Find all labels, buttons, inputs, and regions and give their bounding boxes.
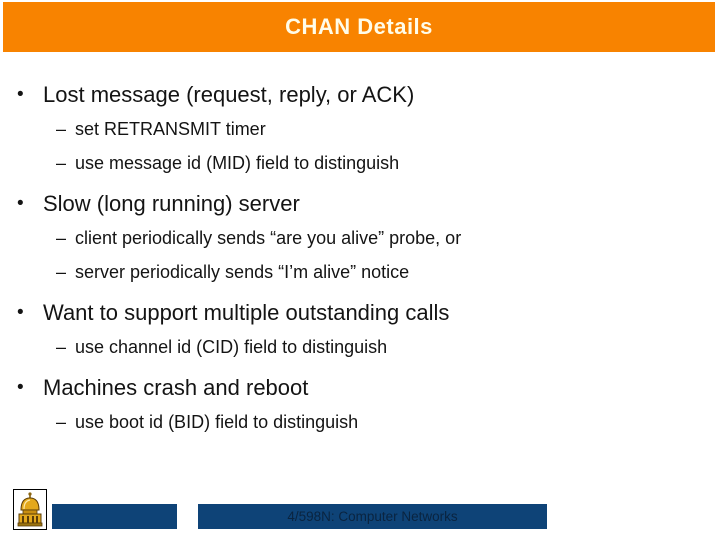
- sub-bullet-item: –use message id (MID) field to distingui…: [0, 146, 720, 180]
- dome-logo-icon: [13, 489, 47, 530]
- page-title: CHAN Details: [285, 14, 433, 39]
- bullet-item: • Want to support multiple outstanding ca…: [0, 296, 720, 330]
- sub-bullet-item: –set RETRANSMIT timer: [0, 112, 720, 146]
- bullet-section: • Lost message (request, reply, or ACK) –…: [0, 78, 720, 180]
- sub-bullet-item: –server periodically sends “I’m alive” n…: [0, 255, 720, 289]
- sub-bullet-item: –use boot id (BID) field to distinguish: [0, 405, 720, 439]
- bullet-marker: •: [17, 193, 24, 214]
- sub-bullet-text: server periodically sends “I’m alive” no…: [75, 262, 410, 282]
- bullet-section: • Want to support multiple outstanding ca…: [0, 296, 720, 364]
- header-bar: CHAN Details: [3, 2, 715, 52]
- bullet-section: • Machines crash and reboot –use boot id …: [0, 371, 720, 439]
- footer-bar-left: [52, 504, 177, 529]
- sub-bullet-marker: –: [56, 153, 67, 173]
- sub-bullet-text: client periodically sends “are you alive…: [75, 228, 462, 248]
- sub-bullet-text: use channel id (CID) field to distinguis…: [75, 337, 388, 357]
- sub-bullet-item: –client periodically sends “are you aliv…: [0, 221, 720, 255]
- sub-bullet-marker: –: [56, 228, 67, 248]
- sub-bullet-item: –use channel id (CID) field to distingui…: [0, 330, 720, 364]
- bullet-text: Lost message (request, reply, or ACK): [43, 82, 415, 107]
- sub-bullet-marker: –: [56, 412, 67, 432]
- bullet-text: Want to support multiple outstanding cal…: [43, 300, 450, 325]
- bullet-section: • Slow (long running) server –client peri…: [0, 187, 720, 289]
- sub-bullet-marker: –: [56, 262, 67, 282]
- sub-bullet-marker: –: [56, 119, 67, 139]
- course-label: 4/598N: Computer Networks: [287, 509, 458, 524]
- sub-bullet-text: use message id (MID) field to distinguis…: [75, 153, 400, 173]
- sub-bullet-text: set RETRANSMIT timer: [75, 119, 266, 139]
- bullet-marker: •: [17, 84, 24, 105]
- bullet-marker: •: [17, 302, 24, 323]
- bullet-marker: •: [17, 377, 24, 398]
- bullet-text: Machines crash and reboot: [43, 375, 309, 400]
- bullet-item: • Machines crash and reboot: [0, 371, 720, 405]
- sub-bullet-marker: –: [56, 337, 67, 357]
- footer-bar-right: 4/598N: Computer Networks: [198, 504, 547, 529]
- sub-bullet-text: use boot id (BID) field to distinguish: [75, 412, 359, 432]
- bullet-item: • Lost message (request, reply, or ACK): [0, 78, 720, 112]
- bullet-text: Slow (long running) server: [43, 191, 300, 216]
- slide-body: • Lost message (request, reply, or ACK) –…: [0, 78, 720, 446]
- bullet-item: • Slow (long running) server: [0, 187, 720, 221]
